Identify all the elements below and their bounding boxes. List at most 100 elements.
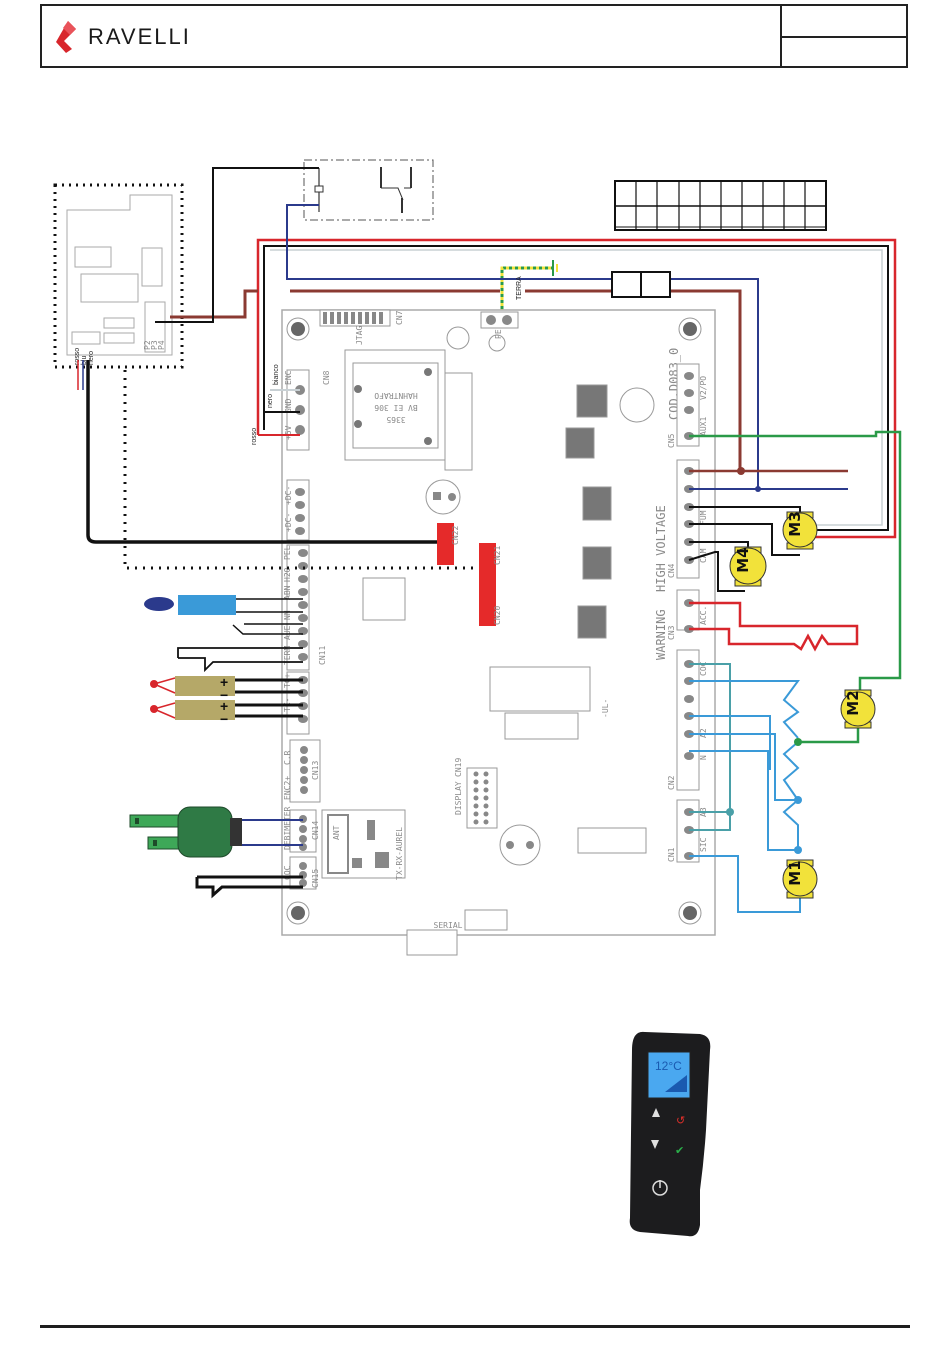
cn15-pin-coc: COC xyxy=(283,865,292,880)
cn15-label: CN15 xyxy=(311,869,320,888)
external-relay xyxy=(303,159,434,221)
transformer-maker: HAHNTRAFO xyxy=(374,391,418,400)
high-voltage-wiring xyxy=(688,430,902,690)
jtag-label: JTAG xyxy=(355,326,364,345)
motor-wiring xyxy=(689,663,860,913)
motor-m4: M4 xyxy=(729,546,767,587)
frame-wires xyxy=(256,238,897,539)
tc2-minus: − xyxy=(220,711,228,727)
terminal-p3-label: P3 xyxy=(150,340,159,350)
cn12-pin-pel: PEL xyxy=(283,545,292,560)
encoder-wire-nero-label: nero xyxy=(267,394,274,408)
cn1-pin-sic: SIC xyxy=(699,837,708,852)
motor-m3-label: M3 xyxy=(786,511,804,536)
motor-m4-label: M4 xyxy=(734,547,752,572)
cn4-pin-fum: FUM xyxy=(699,510,708,525)
thermocouple-2: + − xyxy=(150,698,303,727)
pressure-sensor xyxy=(144,595,303,635)
cn13-label: CN13 xyxy=(311,761,320,780)
terminal-p2-label: P2 xyxy=(143,340,152,350)
cn12-pin-h2o: H2O xyxy=(283,567,292,582)
tc1-plus: + xyxy=(220,674,228,690)
cn2-label: CN2 xyxy=(667,775,676,790)
dotted-boundary xyxy=(123,370,478,570)
cn5-label: CN5 xyxy=(667,433,676,448)
cn21-cn20-connector-highlight xyxy=(479,543,496,626)
display-label: DISPLAY xyxy=(454,781,463,815)
motor-m3: M3 xyxy=(782,511,818,550)
cn9-pin-1: +DC- xyxy=(284,486,293,505)
transformer-code: 3365 xyxy=(386,415,405,424)
cn9-pin-2: +DC- xyxy=(284,513,293,532)
flow-meter xyxy=(129,806,303,858)
tc2-plus: + xyxy=(220,698,228,714)
remote-control: 12°C ↺ ✔ xyxy=(629,1031,711,1237)
earth-label: TERRA xyxy=(516,276,523,300)
cn5-pin-v2po: V2/PO xyxy=(699,376,708,400)
relay-neutral-wire xyxy=(286,204,319,258)
rf-module-label: TX-RX-AUREL xyxy=(395,827,404,880)
remote-down-button[interactable] xyxy=(651,1140,659,1149)
remote-up-button[interactable] xyxy=(652,1108,660,1117)
cn14-label: CN14 xyxy=(311,821,320,840)
cn19-label: CN19 xyxy=(454,758,463,777)
ul-mark: -UL- xyxy=(601,699,610,718)
encoder-wiring: rosso nero bianco xyxy=(251,364,300,445)
cn21-label: CN21 xyxy=(493,546,502,565)
cn20-label: CN20 xyxy=(493,606,502,625)
mains-wiring: TERRA xyxy=(170,258,759,488)
cn22-label: CN22 xyxy=(451,526,460,545)
motor-m1: M1 xyxy=(782,859,818,899)
cn1-label: CN1 xyxy=(667,847,676,862)
receiver-wire-blu-label: blu xyxy=(81,356,88,365)
cn4-label: CN4 xyxy=(667,563,676,578)
motor-m2-label: M2 xyxy=(844,690,862,715)
cn2-pin-coc: COC xyxy=(699,661,708,676)
brand-logo: RAVELLI xyxy=(54,20,191,54)
encoder-wire-bianco-label: bianco xyxy=(273,364,280,385)
revision-table xyxy=(614,180,827,231)
title-block: RAVELLI xyxy=(40,4,908,68)
cn13-pin-cr: C.R xyxy=(283,750,292,765)
cn8-pin-enc: ENC xyxy=(284,370,293,385)
cn8-pin-gnd: GND xyxy=(284,398,293,413)
remote-back-button[interactable]: ↺ xyxy=(676,1115,685,1127)
terminal-p4-label: P4 xyxy=(157,340,166,350)
remote-power-level-bars xyxy=(665,1075,687,1092)
antenna-label: ANT xyxy=(332,825,341,840)
tc1-minus: − xyxy=(220,687,228,703)
receiver-wire-nero-label: nero xyxy=(88,351,95,365)
cn3-pin-acc: ACC. xyxy=(699,606,708,625)
cn12-pin-term: TERM xyxy=(283,646,292,665)
cn12-pin-aue: AUE xyxy=(283,625,292,640)
cn2-pin-n: N xyxy=(699,755,708,760)
cn22-connector-highlight xyxy=(437,523,454,565)
cn5-pin-aux1: AUX1 xyxy=(699,417,708,436)
control-board: JTAG CN7 3365 BV EI 306 HAHNTRAFO PE ENC… xyxy=(281,309,716,956)
cn11-label: CN11 xyxy=(318,646,327,665)
cn13-pin-enc2: ENC2+ xyxy=(283,776,292,800)
receiver-relay-wire xyxy=(155,167,319,323)
high-voltage-label: HIGH VOLTAGE xyxy=(654,505,668,592)
ravelli-flame-icon xyxy=(56,21,76,53)
encoder-wire-rosso-label: rosso xyxy=(251,428,258,445)
motor-m1-label: M1 xyxy=(786,860,804,885)
cn12-pin-abn: ABN xyxy=(283,585,292,600)
title-block-cells xyxy=(780,6,906,66)
remote-confirm-button[interactable]: ✔ xyxy=(675,1145,684,1157)
transformer-model: BV EI 306 xyxy=(374,403,418,412)
cn8-label: CN8 xyxy=(322,370,331,385)
title-cell-top xyxy=(782,6,906,38)
receiver-cable xyxy=(77,360,437,544)
cn14-pin-debimeter: DEBIMETER xyxy=(283,806,292,850)
pe-label: PE xyxy=(494,329,503,339)
coc-bridge-wire xyxy=(195,875,303,899)
serial-label: SERIAL xyxy=(434,921,463,930)
brand-name: RAVELLI xyxy=(88,24,191,49)
cn7-label: CN7 xyxy=(395,310,404,325)
remote-temperature: 12°C xyxy=(655,1059,682,1073)
term-bridge-wire xyxy=(177,647,303,673)
motor-m2: M2 xyxy=(840,689,876,729)
cn8-pin-5v: +5V xyxy=(284,425,293,440)
